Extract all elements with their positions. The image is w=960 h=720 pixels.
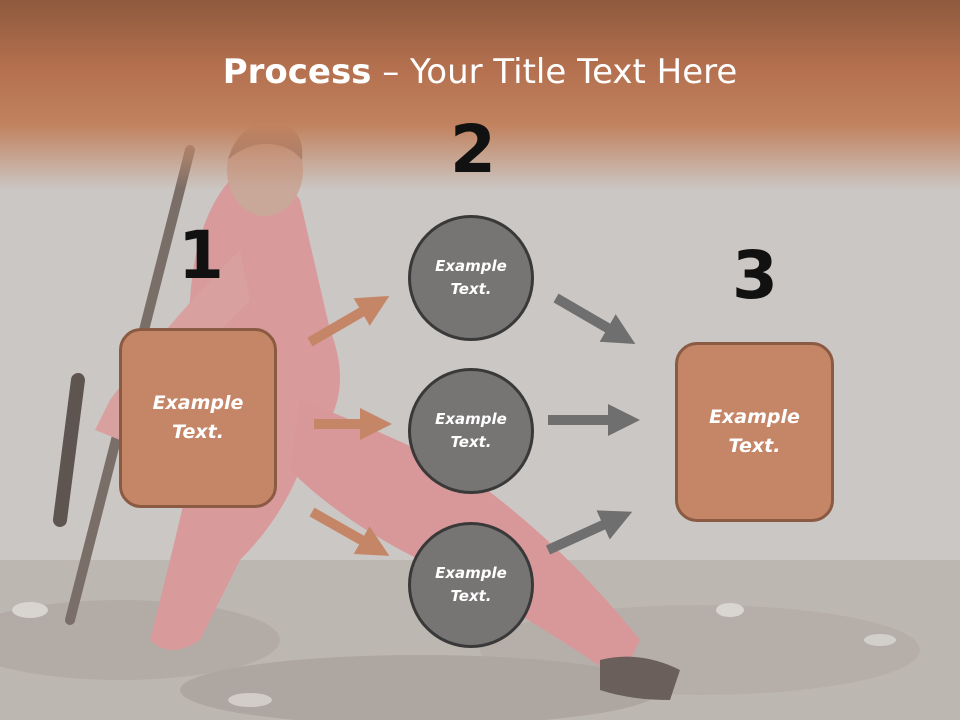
step-3-number: 3 (732, 237, 778, 314)
circle-middle-text: Example Text. (435, 410, 507, 451)
arrow-top-to-3 (553, 293, 636, 345)
arrow-bottom-to-3 (545, 510, 633, 555)
step-2-number: 2 (450, 111, 496, 188)
step-2-circle-middle[interactable]: Example Text. (408, 368, 534, 494)
step-1-box[interactable]: Example Text. (119, 328, 277, 508)
circle-bottom-text: Example Text. (435, 564, 507, 605)
step-2-circle-bottom[interactable]: Example Text. (408, 522, 534, 648)
step-1-text: Example Text. (152, 392, 244, 443)
step-2-circle-top[interactable]: Example Text. (408, 215, 534, 341)
step-3-box[interactable]: Example Text. (675, 342, 834, 522)
step-3-text: Example Text. (709, 406, 800, 457)
circle-top-text: Example Text. (435, 257, 507, 298)
step-1-number: 1 (178, 217, 224, 294)
arrow-1-to-top (307, 295, 390, 347)
title-bold: Process (222, 52, 372, 92)
arrow-1-to-bottom (309, 507, 390, 556)
title-rest: – Your Title Text Here (371, 52, 738, 92)
title-band (0, 0, 960, 190)
slide-title[interactable]: Process – Your Title Text Here (0, 52, 960, 92)
